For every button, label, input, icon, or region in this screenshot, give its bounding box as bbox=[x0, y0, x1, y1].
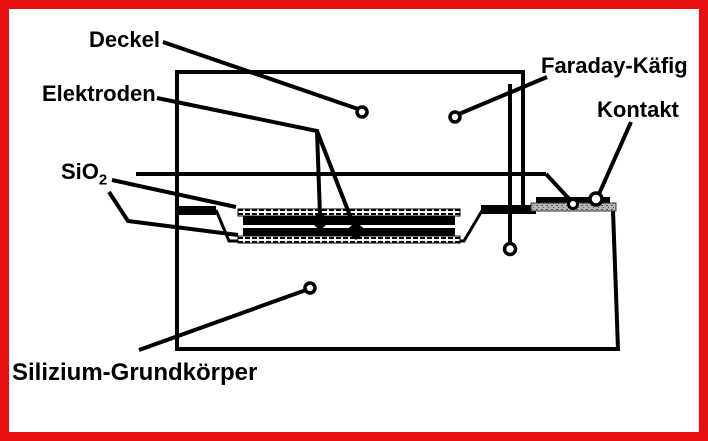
faraday-leader-line bbox=[458, 75, 548, 116]
label-sio2-subscript: 2 bbox=[98, 171, 108, 189]
deckel-leader-line bbox=[162, 40, 359, 111]
label-silizium-grundkoerper: Silizium-Grundkörper bbox=[12, 359, 258, 386]
faraday-wire-terminal-circle bbox=[502, 241, 518, 257]
label-elektroden: Elektroden bbox=[42, 81, 156, 106]
elektroden-leader-line-1 bbox=[156, 96, 322, 216]
label-faraday-kaefig: Faraday-Käfig bbox=[541, 53, 688, 78]
label-kontakt: Kontakt bbox=[597, 97, 679, 122]
silizium-marker-circle bbox=[303, 281, 317, 295]
kontakt-marker-circle bbox=[588, 191, 604, 207]
surface-bar-left bbox=[175, 206, 216, 215]
elektroden-leader-line-2 bbox=[315, 130, 356, 227]
elektroden-diamond-marker-bottom bbox=[345, 222, 367, 240]
substrate-outline bbox=[175, 209, 621, 351]
label-deckel: Deckel bbox=[89, 27, 160, 52]
contact-pad-circle bbox=[567, 198, 579, 210]
deckel-marker-circle bbox=[355, 105, 369, 119]
silizium-leader-line bbox=[138, 288, 307, 352]
lid-outline bbox=[175, 70, 525, 211]
label-sio2-main: SiO bbox=[61, 159, 99, 184]
sio2-layer-bottom bbox=[237, 235, 461, 244]
label-sio2: SiO2 bbox=[61, 159, 107, 188]
electrode-top bbox=[243, 216, 455, 225]
kontakt-leader-line bbox=[597, 121, 633, 195]
elektroden-diamond-marker-top bbox=[309, 212, 331, 230]
sio2-leader-line-1 bbox=[111, 178, 237, 209]
faraday-marker-circle bbox=[448, 110, 462, 124]
sio2-leader-line-2 bbox=[107, 190, 239, 237]
